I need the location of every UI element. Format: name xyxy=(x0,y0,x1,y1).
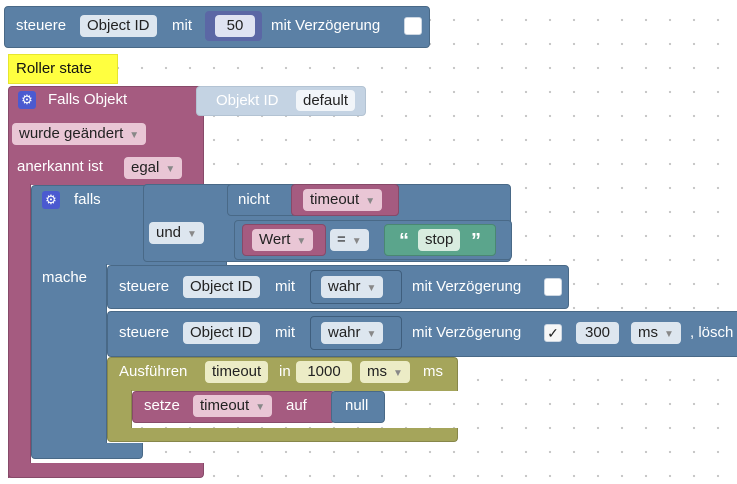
control1-object-id[interactable]: Object ID xyxy=(183,276,260,298)
timeout-var-dropdown[interactable]: timeout▼ xyxy=(303,189,383,211)
top-value-field[interactable]: 50 xyxy=(215,15,255,37)
gear-icon[interactable]: ⚙ xyxy=(18,91,36,109)
timeout-unit-label: ms xyxy=(423,363,443,380)
if-mache-label: mache xyxy=(42,269,88,286)
chevron-down-icon: ▼ xyxy=(296,236,307,247)
control1-mit: mit xyxy=(275,278,295,295)
control2-value-dropdown[interactable]: wahr▼ xyxy=(321,322,384,344)
compare-op-dropdown[interactable]: =▼ xyxy=(330,229,369,251)
string-value-field[interactable]: stop xyxy=(418,229,461,251)
control2-mit: mit xyxy=(275,324,295,341)
if-block-spine xyxy=(31,264,107,444)
changed-dropdown[interactable]: wurde geändert▼ xyxy=(12,123,147,145)
control2-delay-label: mit Verzögerung xyxy=(412,324,522,341)
timeout-var-field[interactable]: timeout xyxy=(205,361,269,383)
chevron-down-icon: ▼ xyxy=(366,283,377,294)
gear-icon[interactable]: ⚙ xyxy=(42,191,60,209)
chevron-down-icon: ▼ xyxy=(129,130,140,141)
comment-block[interactable] xyxy=(8,54,118,84)
timeout-unit-dropdown[interactable]: ms▼ xyxy=(360,361,410,383)
top-delay-checkbox[interactable] xyxy=(404,17,422,35)
set-label: setze xyxy=(144,397,180,414)
top-delay-label: mit Verzögerung xyxy=(271,17,381,34)
trigger-object-label: Objekt ID xyxy=(216,92,279,109)
control1-delay-label: mit Verzögerung xyxy=(412,278,522,295)
ack-label: anerkannt ist xyxy=(17,158,103,175)
control1-prefix: steuere xyxy=(119,278,170,295)
null-block[interactable] xyxy=(331,391,385,423)
chevron-down-icon: ▼ xyxy=(187,229,197,240)
if-falls-label: falls xyxy=(74,191,101,208)
if-block-foot xyxy=(31,443,143,459)
control2-delay-value[interactable]: 300 xyxy=(576,322,619,344)
ack-dropdown[interactable]: egal▼ xyxy=(124,157,183,179)
control2-clear-label: , lösch xyxy=(690,324,734,341)
value-var-dropdown[interactable]: Wert▼ xyxy=(252,229,314,251)
quote-open-icon: “ xyxy=(399,230,409,252)
control2-unit-dropdown[interactable]: ms▼ xyxy=(631,322,681,344)
timeout-in-label: in xyxy=(279,363,291,380)
chevron-down-icon: ▼ xyxy=(664,329,674,340)
set-auf-label: auf xyxy=(286,397,307,414)
chevron-down-icon: ▼ xyxy=(255,402,266,413)
trigger-block-foot xyxy=(8,463,204,478)
trigger-object-value[interactable]: default xyxy=(296,90,356,111)
trigger-block-spine xyxy=(8,184,31,478)
top-mit-label: mit xyxy=(172,17,192,34)
chevron-down-icon: ▼ xyxy=(165,164,176,175)
timeout-block-spine xyxy=(107,390,132,430)
timeout-label: Ausführen xyxy=(119,363,188,380)
control2-prefix: steuere xyxy=(119,324,170,341)
timeout-value-field[interactable]: 1000 xyxy=(296,361,352,383)
not-label: nicht xyxy=(238,191,270,208)
timeout-block-foot xyxy=(107,428,458,442)
logic-op-dropdown[interactable]: und▼ xyxy=(149,222,204,244)
chevron-down-icon: ▼ xyxy=(351,236,362,247)
chevron-down-icon: ▼ xyxy=(366,329,377,340)
set-var-dropdown[interactable]: timeout▼ xyxy=(193,395,273,417)
chevron-down-icon: ▼ xyxy=(365,196,376,207)
control2-delay-checkbox[interactable]: ✓ xyxy=(544,324,562,342)
control1-value-dropdown[interactable]: wahr▼ xyxy=(321,276,384,298)
top-object-id-field[interactable]: Object ID xyxy=(80,15,157,37)
control2-object-id[interactable]: Object ID xyxy=(183,322,260,344)
chevron-down-icon: ▼ xyxy=(393,368,403,379)
null-value: null xyxy=(345,397,369,414)
quote-close-icon: ” xyxy=(471,230,481,252)
top-prefix: steuere xyxy=(16,17,67,34)
control1-delay-checkbox[interactable] xyxy=(544,278,562,296)
trigger-title: Falls Objekt xyxy=(48,91,128,108)
comment-text[interactable]: Roller state xyxy=(16,60,92,77)
